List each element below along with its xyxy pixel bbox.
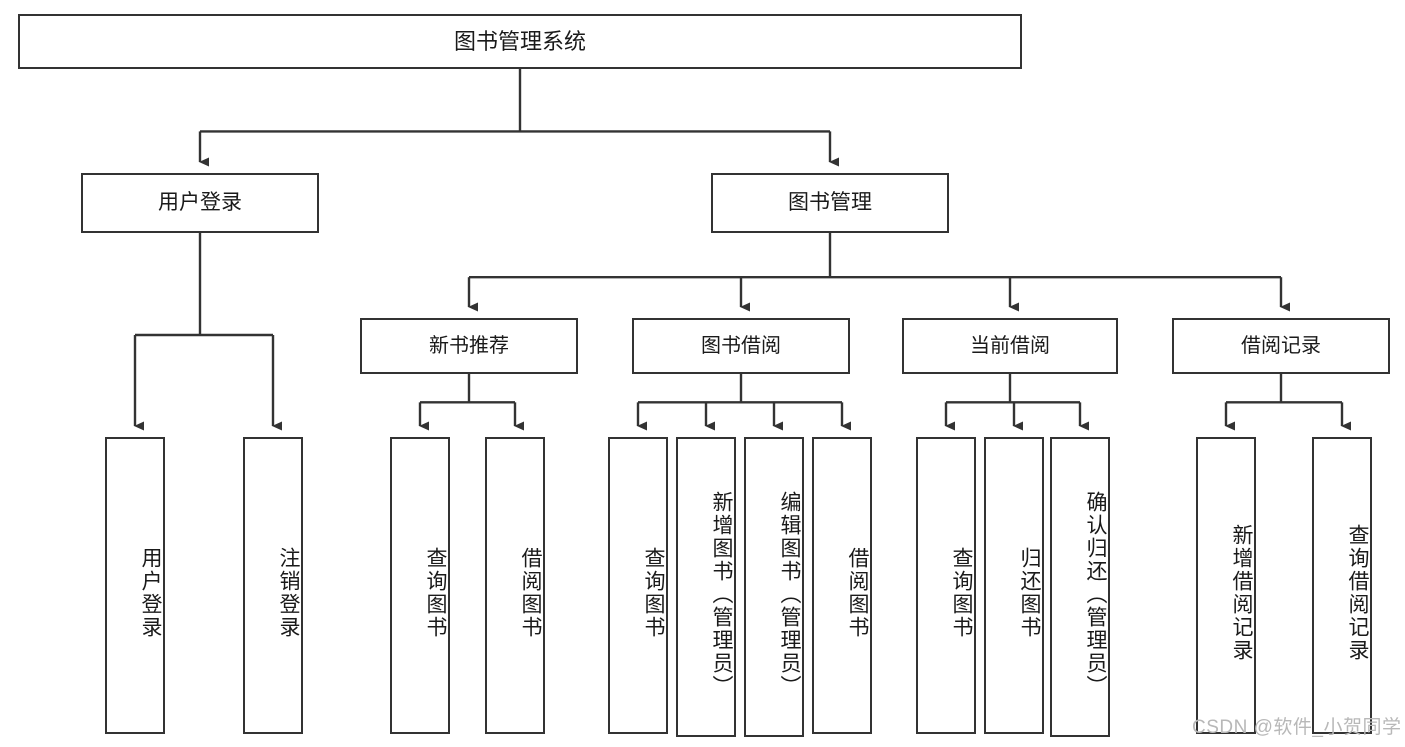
node-label: 用户登录 xyxy=(139,546,162,639)
node-label: 编辑图书（管理员） xyxy=(778,490,801,698)
node-leaf-add-record[interactable]: 新增借阅记录 xyxy=(1196,437,1256,734)
node-leaf-return-book[interactable]: 归还图书 xyxy=(984,437,1044,734)
node-leaf-add-book[interactable]: 新增图书（管理员） xyxy=(676,437,736,737)
node-label: 当前借阅 xyxy=(970,334,1050,357)
node-leaf-query-book-1[interactable]: 查询图书 xyxy=(390,437,450,734)
node-label: 确认归还（管理员） xyxy=(1084,490,1107,698)
node-current-borrow[interactable]: 当前借阅 xyxy=(902,318,1118,374)
node-label: 注销登录 xyxy=(277,546,300,639)
node-label: 借阅记录 xyxy=(1241,334,1321,357)
node-label: 查询图书 xyxy=(642,546,665,639)
node-leaf-user-login[interactable]: 用户登录 xyxy=(105,437,165,734)
node-label: 用户登录 xyxy=(158,190,242,214)
node-label: 查询图书 xyxy=(424,546,447,639)
node-label: 查询图书 xyxy=(950,546,973,639)
csdn-watermark: CSDN @软件_小贺同学 xyxy=(1192,717,1402,738)
node-leaf-query-book-3[interactable]: 查询图书 xyxy=(916,437,976,734)
node-leaf-confirm-return[interactable]: 确认归还（管理员） xyxy=(1050,437,1110,737)
node-leaf-borrow-book-2[interactable]: 借阅图书 xyxy=(812,437,872,734)
node-user-login[interactable]: 用户登录 xyxy=(81,173,319,233)
node-label: 借阅图书 xyxy=(519,546,542,639)
node-label: 新书推荐 xyxy=(429,334,509,357)
node-book-borrow[interactable]: 图书借阅 xyxy=(632,318,850,374)
node-label: 新增借阅记录 xyxy=(1230,523,1253,662)
node-leaf-query-record[interactable]: 查询借阅记录 xyxy=(1312,437,1372,734)
node-label: 归还图书 xyxy=(1018,546,1041,639)
node-label: 查询借阅记录 xyxy=(1346,523,1369,662)
node-borrow-record[interactable]: 借阅记录 xyxy=(1172,318,1390,374)
node-new-book-rec[interactable]: 新书推荐 xyxy=(360,318,578,374)
node-leaf-logout[interactable]: 注销登录 xyxy=(243,437,303,734)
node-leaf-borrow-book-1[interactable]: 借阅图书 xyxy=(485,437,545,734)
node-leaf-edit-book[interactable]: 编辑图书（管理员） xyxy=(744,437,804,737)
node-label: 图书管理系统 xyxy=(453,28,586,54)
node-leaf-query-book-2[interactable]: 查询图书 xyxy=(608,437,668,734)
node-label: 图书借阅 xyxy=(701,334,781,357)
node-book-manage[interactable]: 图书管理 xyxy=(711,173,949,233)
node-label: 新增图书（管理员） xyxy=(710,490,733,698)
node-root[interactable]: 图书管理系统 xyxy=(18,14,1022,69)
node-label: 借阅图书 xyxy=(846,546,869,639)
node-label: 图书管理 xyxy=(788,190,872,214)
